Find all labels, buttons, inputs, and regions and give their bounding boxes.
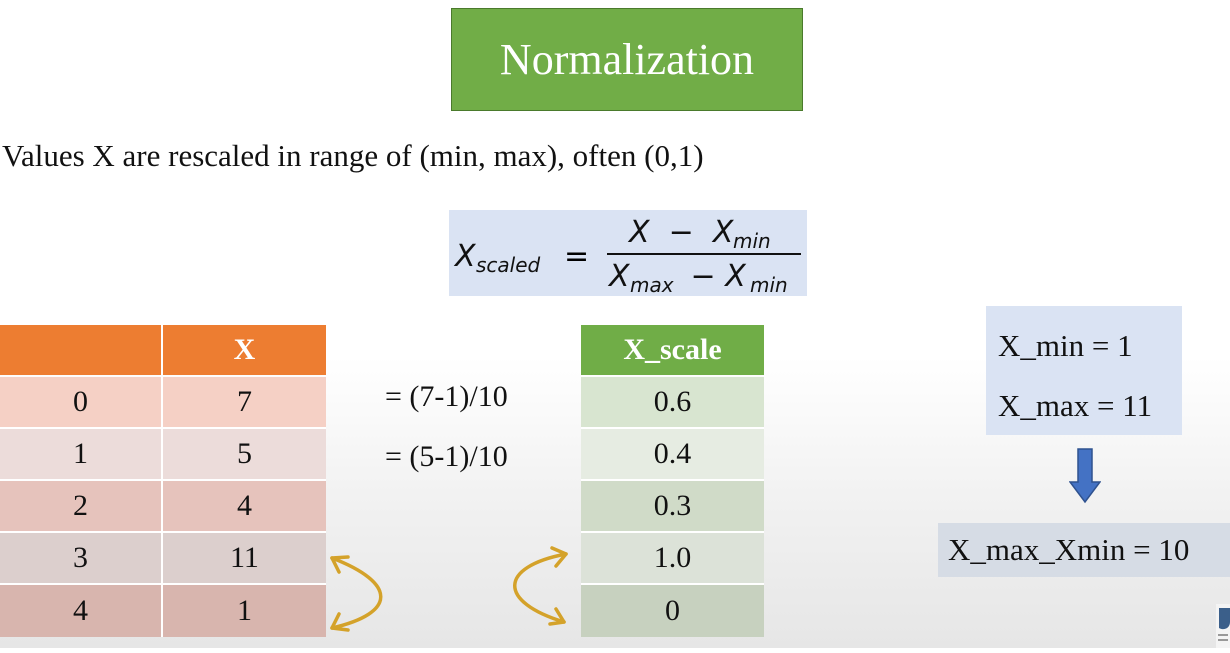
corner-logo-icon bbox=[1216, 604, 1230, 648]
table-left-row2-x: 4 bbox=[163, 481, 326, 533]
formula-denominator-a: X bbox=[607, 259, 631, 294]
table-right-row4: 0 bbox=[581, 585, 764, 637]
table-left-row0-x: 7 bbox=[163, 377, 326, 429]
formula-numerator-sub: min bbox=[733, 229, 771, 253]
table-left-row3-index: 3 bbox=[0, 533, 163, 585]
formula-equals: = bbox=[564, 239, 589, 274]
x-min-text: X_min = 1 bbox=[998, 328, 1133, 363]
table-left-row2-index: 2 bbox=[0, 481, 163, 533]
formula-box: X scaled = X − X min X max − X min bbox=[449, 210, 807, 296]
formula-lhs-sub: scaled bbox=[476, 253, 541, 277]
slide-title: Normalization bbox=[451, 8, 803, 111]
formula-denominator-a-sub: max bbox=[630, 273, 674, 296]
range-difference-box: X_max_Xmin = 10 bbox=[938, 523, 1230, 577]
calc-row1: = (5-1)/10 bbox=[385, 440, 508, 473]
table-left-header-x: X bbox=[163, 325, 326, 375]
curved-double-arrow-icon bbox=[513, 546, 568, 626]
formula-svg: X scaled = X − X min X max − X min bbox=[453, 215, 801, 296]
table-left-row1-index: 1 bbox=[0, 429, 163, 481]
formula-denominator-b-sub: min bbox=[750, 273, 788, 296]
slide-subtitle: Values X are rescaled in range of (min, … bbox=[2, 138, 704, 173]
down-arrow-icon bbox=[1069, 448, 1101, 504]
calc-row0: = (7-1)/10 bbox=[385, 380, 508, 413]
table-left-row1-x: 5 bbox=[163, 429, 326, 481]
x-max-text: X_max = 11 bbox=[998, 388, 1153, 423]
curved-double-arrow-icon bbox=[330, 555, 383, 632]
table-right-row2: 0.3 bbox=[581, 481, 764, 533]
table-left-row3-x: 11 bbox=[163, 533, 326, 585]
table-left-row0-index: 0 bbox=[0, 377, 163, 429]
table-right-row1: 0.4 bbox=[581, 429, 764, 481]
table-left-header-index bbox=[0, 325, 163, 375]
table-left-row4-index: 4 bbox=[0, 585, 163, 637]
table-right-header: X_scale bbox=[581, 325, 764, 375]
table-left-row4-x: 1 bbox=[163, 585, 326, 637]
table-right-row0: 0.6 bbox=[581, 377, 764, 429]
table-right-row3: 1.0 bbox=[581, 533, 764, 585]
formula-lhs-var: X bbox=[453, 239, 477, 274]
formula-denominator-minus: − X bbox=[681, 259, 747, 294]
minmax-box: X_min = 1 X_max = 11 bbox=[986, 306, 1182, 435]
formula-numerator: X − X bbox=[627, 215, 735, 250]
